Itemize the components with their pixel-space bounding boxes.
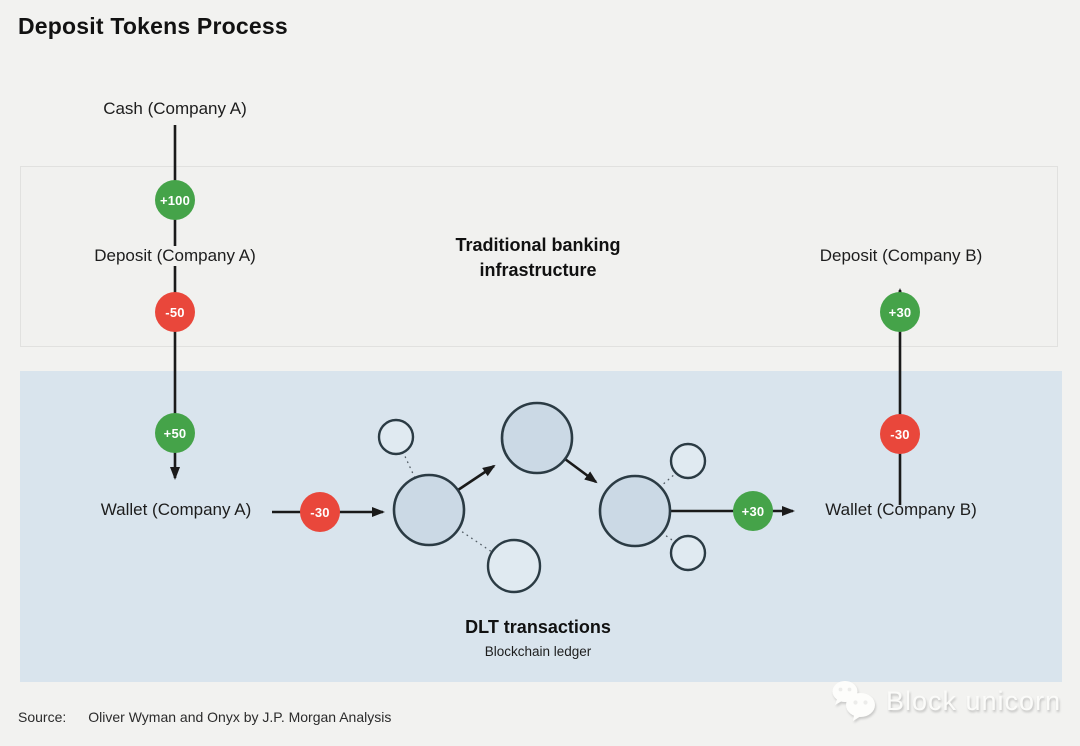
dlt-node-small-4 (669, 534, 707, 572)
arrow-node2-to-node3 (564, 457, 598, 484)
source-line: Source: Oliver Wyman and Onyx by J.P. Mor… (18, 709, 391, 725)
dotted-link-4 (661, 532, 676, 543)
dlt-node-small-3 (669, 442, 707, 480)
dlt-node-small-2 (486, 538, 542, 594)
wechat-icon (832, 681, 875, 721)
badge-minus-50: -50 (155, 292, 195, 332)
traditional-banking-title-line2: infrastructure (479, 259, 597, 280)
page-title: Deposit Tokens Process (18, 13, 288, 39)
source-label: Source: (18, 709, 67, 725)
node-label-wallet-a: Wallet (Company A) (100, 500, 252, 519)
badge-minus-30-wallet-b: -30 (880, 414, 920, 454)
dlt-node-large-2 (500, 401, 574, 475)
dotted-link-2 (457, 528, 493, 553)
node-label-deposit-b: Deposit (Company B) (819, 246, 983, 265)
dotted-link-3 (659, 472, 677, 488)
dlt-node-large-3 (598, 474, 672, 548)
dlt-transactions-title: DLT transactions (465, 617, 611, 637)
dlt-node-large-1 (392, 473, 466, 547)
dotted-link-1 (402, 451, 416, 479)
node-label-wallet-b: Wallet (Company B) (825, 500, 977, 519)
badge-plus-30-wallet-b: +30 (733, 491, 773, 531)
badge-minus-30-wallet-a: -30 (300, 492, 340, 532)
watermark-text: Block unicorn (886, 685, 1062, 716)
badge-plus-30-deposit-b: +30 (880, 292, 920, 332)
arrow-node1-to-node2 (457, 464, 496, 492)
badge-plus-50: +50 (155, 413, 195, 453)
traditional-banking-title: Traditional banking infrastructure (455, 233, 620, 283)
blockchain-ledger-subtitle: Blockchain ledger (484, 644, 592, 659)
node-label-deposit-a: Deposit (Company A) (87, 246, 263, 266)
source-text: Oliver Wyman and Onyx by J.P. Morgan Ana… (88, 709, 392, 725)
badge-plus-100: +100 (155, 180, 195, 220)
watermark: Block unicorn (828, 679, 1061, 723)
dlt-node-small-1 (377, 418, 415, 456)
node-label-cash-a: Cash (Company A) (103, 99, 247, 118)
traditional-banking-title-line1: Traditional banking (455, 235, 621, 255)
